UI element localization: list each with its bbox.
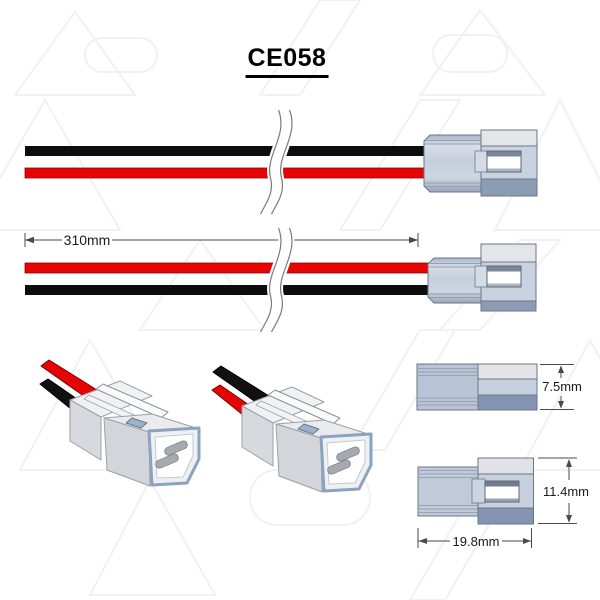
rear-housing-side [241,405,274,467]
dimension-11-4mm: 11.4mm [538,457,589,524]
wire-red [24,167,446,179]
connector-front-bottom-band [480,178,538,197]
top-lock-tab [471,478,486,504]
latch-slot [297,423,320,435]
wire-black [25,146,445,156]
connector-front-top-band [480,243,537,263]
connector-lock-tab [474,150,488,173]
connector-front-top-band [480,129,538,147]
latch-rail [267,389,341,425]
side-front-top-band [477,363,538,380]
wire-assembly-1 [24,110,538,214]
dimension-19-8mm: 19.8mm [417,528,532,549]
dim-310mm-label: 310mm [64,232,111,248]
wire-red [24,262,446,274]
rear-housing-side [69,399,102,461]
wire-assembly-2 [24,228,537,332]
connector-3d-view-1 [39,359,201,487]
connector-lock-tab [474,265,488,288]
connector-top-view-detail [417,457,534,525]
dim-11-4mm-label: 11.4mm [543,484,589,499]
connector-rear-housing [427,257,482,304]
contact-pins [155,440,188,469]
dim-7-5mm-label: 7.5mm [542,379,582,394]
connector-plan-view-1 [423,129,538,197]
top-front-top-band [477,457,534,475]
latch-rail [95,383,169,419]
dimension-310mm: 310mm [24,232,419,248]
front-housing-side [275,423,323,493]
connector-window-shadow [487,151,521,157]
side-front-mid-band [477,378,538,396]
connector-front-bottom-band [480,300,537,312]
wire-black [25,285,445,295]
side-front-bottom-band [477,394,538,411]
dim-19-8mm-label: 19.8mm [453,534,500,549]
front-housing-side [103,417,151,487]
top-front-bottom-band [477,507,534,525]
connector-window-shadow [487,266,521,272]
contact-pins [327,446,360,475]
connector-side-view [416,363,538,411]
side-rear-housing [416,363,479,411]
break-symbol [261,228,292,332]
connector-3d-view-2 [211,365,373,493]
break-symbol [261,110,292,214]
latch-slot [125,417,148,429]
connector-plan-view-2 [427,243,537,312]
top-window-shadow [485,481,519,487]
page-title: CE058 [245,44,329,78]
dimension-7-5mm: 7.5mm [540,364,582,410]
